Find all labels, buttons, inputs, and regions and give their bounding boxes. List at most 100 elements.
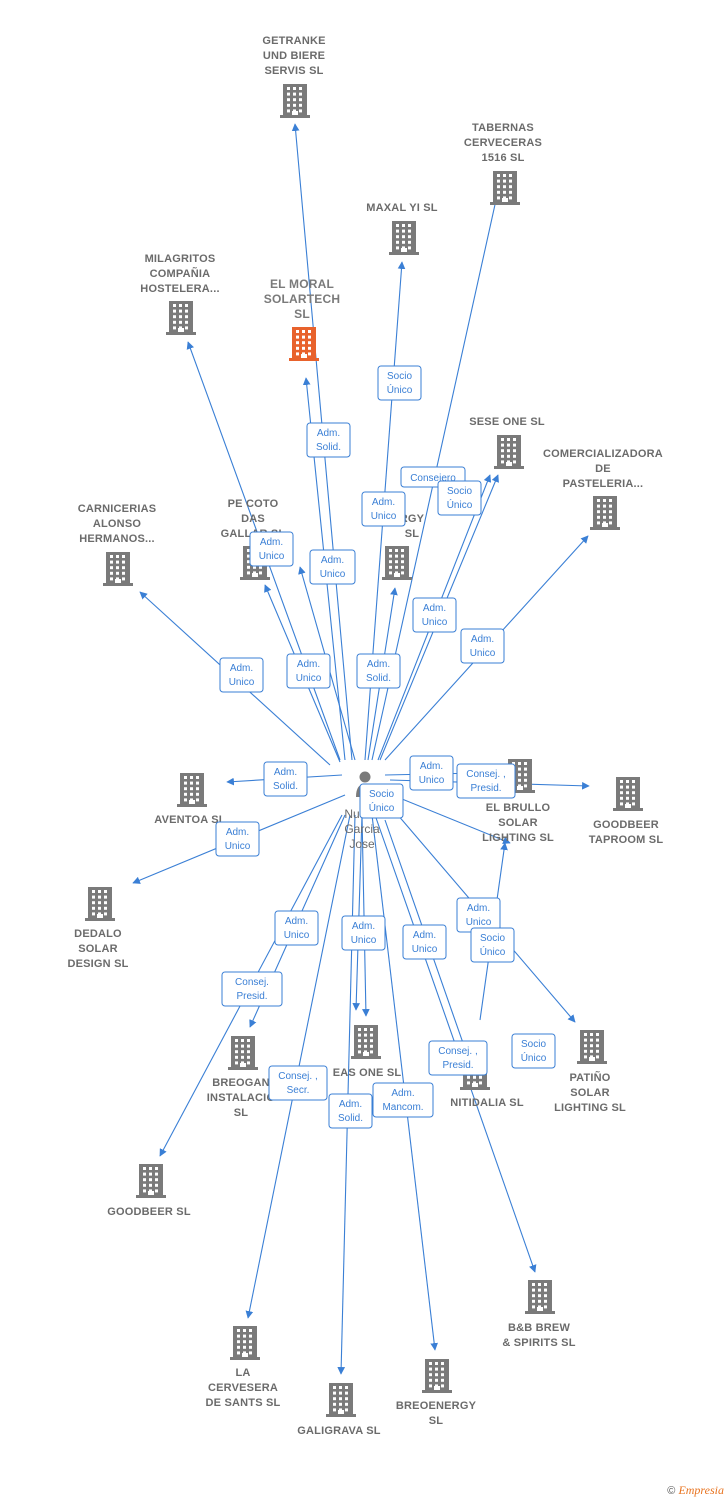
relation-label-14[interactable]: Adm.Unico [409, 755, 454, 791]
company-node-lacervesera[interactable]: LA CERVESERA DE SANTS SL [206, 1326, 281, 1409]
company-label[interactable]: B&B BREW [508, 1322, 571, 1334]
relation-label-9[interactable]: Adm.Unico [460, 628, 505, 664]
relation-label-7[interactable]: Adm.Unico [309, 549, 356, 585]
company-node-goodbeertaproom[interactable]: GOODBEER TAPROOM SL [589, 777, 664, 846]
company-label[interactable]: CARNICERIAS [78, 503, 157, 515]
building-icon[interactable] [613, 777, 643, 811]
company-node-dedalo[interactable]: DEDALO SOLAR DESIGN SL [67, 887, 128, 970]
company-node-getranke[interactable]: GETRANKE UND BIERE SERVIS SL [262, 35, 325, 118]
company-label[interactable]: RGY [400, 513, 425, 525]
company-label[interactable]: SL [294, 307, 310, 321]
building-icon[interactable] [490, 171, 520, 205]
company-label[interactable]: SOLARTECH [264, 292, 340, 306]
company-node-seseone[interactable]: SESE ONE SL [469, 416, 545, 469]
building-icon[interactable] [177, 773, 207, 807]
relation-label-23[interactable]: Consej.Presid. [221, 971, 283, 1007]
company-label[interactable]: HERMANOS... [79, 533, 155, 545]
company-label[interactable]: SOLAR [570, 1087, 610, 1099]
company-label[interactable]: PE COTO [228, 498, 279, 510]
company-label[interactable]: DEDALO [74, 928, 122, 940]
relation-label-26[interactable]: Consej. ,Secr. [268, 1065, 328, 1101]
company-label[interactable]: LIGHTING SL [554, 1102, 626, 1114]
company-node-aventoa[interactable]: AVENTOA SL [154, 773, 226, 826]
company-label[interactable]: & SPIRITS SL [502, 1337, 575, 1349]
building-icon[interactable] [280, 84, 310, 118]
company-node-goodbeer[interactable]: GOODBEER SL [107, 1164, 191, 1218]
company-label[interactable]: ALONSO [93, 518, 141, 530]
company-label[interactable]: TABERNAS [472, 122, 534, 134]
company-label[interactable]: TAPROOM SL [589, 834, 664, 846]
person-label[interactable]: Nu [344, 807, 359, 821]
building-icon[interactable] [326, 1383, 356, 1417]
relation-label-19[interactable]: Adm.Unico [274, 910, 319, 946]
company-node-comercializadora[interactable]: COMERCIALIZADORADEPASTELERIA... [543, 448, 663, 530]
company-label[interactable]: MAXAL YI SL [366, 202, 438, 214]
company-label[interactable]: SESE ONE SL [469, 416, 545, 428]
company-label[interactable]: SL [234, 1107, 249, 1119]
company-label[interactable]: MILAGRITOS [145, 253, 216, 265]
company-label[interactable]: EAS ONE SL [333, 1067, 402, 1079]
relation-label-8[interactable]: Adm.Unico [412, 597, 457, 633]
company-node-carnicerias[interactable]: CARNICERIAS ALONSO HERMANOS... [78, 503, 157, 586]
company-node-maxal[interactable]: MAXAL YI SL [366, 202, 438, 255]
company-node-bbbrew[interactable]: B&B BREW & SPIRITS SL [502, 1280, 576, 1349]
company-node-patino[interactable]: PATIÑO SOLAR LIGHTING SL [554, 1030, 626, 1114]
brand-logo[interactable]: Empresia [678, 1483, 724, 1497]
building-icon[interactable] [590, 496, 620, 530]
company-label[interactable]: EL MORAL [270, 277, 334, 291]
company-label[interactable]: 1516 SL [482, 152, 525, 164]
company-label[interactable]: SL [429, 1415, 444, 1427]
company-label[interactable]: SOLAR [78, 943, 118, 955]
relation-label-11[interactable]: Adm.Unico [219, 657, 264, 693]
company-label[interactable]: CERVESERA [208, 1382, 278, 1394]
company-label[interactable]: HOSTELERA... [140, 283, 219, 295]
company-label[interactable]: UND BIERE [263, 50, 325, 62]
relation-label-10[interactable]: Adm.Unico [286, 653, 331, 689]
building-icon[interactable] [230, 1326, 260, 1360]
company-label[interactable]: COMPAÑIA [150, 267, 211, 280]
company-label[interactable]: SERVIS SL [264, 65, 323, 77]
company-label[interactable]: LA [235, 1367, 250, 1379]
company-label[interactable]: DE SANTS SL [206, 1397, 281, 1409]
company-label[interactable]: GOODBEER [593, 819, 659, 831]
building-icon[interactable] [389, 221, 419, 255]
relation-label-6[interactable]: Adm.Unico [249, 531, 294, 567]
relation-label-12[interactable]: Adm.Solid. [356, 653, 401, 689]
building-icon[interactable] [136, 1164, 166, 1198]
company-label[interactable]: DAS [241, 513, 265, 525]
company-label[interactable]: SOLAR [498, 817, 538, 829]
building-icon[interactable] [289, 327, 319, 361]
relation-label-20[interactable]: Adm.Unico [341, 915, 386, 951]
building-icon[interactable] [577, 1030, 607, 1064]
relation-label-18[interactable]: Adm.Unico [456, 897, 501, 933]
company-label[interactable]: LIGHTING SL [482, 832, 554, 844]
building-icon[interactable] [166, 301, 196, 335]
company-label[interactable]: GALIGRAVA SL [297, 1425, 381, 1437]
person-label[interactable]: Jose [349, 837, 375, 851]
company-label[interactable]: DESIGN SL [67, 958, 128, 970]
company-label[interactable]: NITIDALIA SL [450, 1097, 524, 1109]
building-icon[interactable] [422, 1359, 452, 1393]
company-node-easone[interactable]: EAS ONE SL [333, 1025, 402, 1079]
company-label[interactable]: EL BRULLO [486, 802, 551, 814]
building-icon[interactable] [494, 435, 524, 469]
building-icon[interactable] [525, 1280, 555, 1314]
company-label[interactable]: DE [595, 463, 611, 475]
company-node-energy[interactable]: RGY SL [382, 513, 425, 580]
relation-label-17[interactable]: Adm.Unico [215, 821, 260, 857]
company-label[interactable]: PATIÑO [569, 1071, 610, 1084]
relation-label-4[interactable]: Adm.Unico [361, 491, 406, 527]
relation-label-28[interactable]: Adm.Mancom. [372, 1082, 434, 1118]
company-label[interactable]: SL [405, 528, 420, 540]
relation-label-2[interactable]: Adm.Solid. [306, 422, 351, 458]
company-node-galigrava[interactable]: GALIGRAVA SL [297, 1383, 381, 1437]
company-label[interactable]: GETRANKE [262, 35, 325, 47]
